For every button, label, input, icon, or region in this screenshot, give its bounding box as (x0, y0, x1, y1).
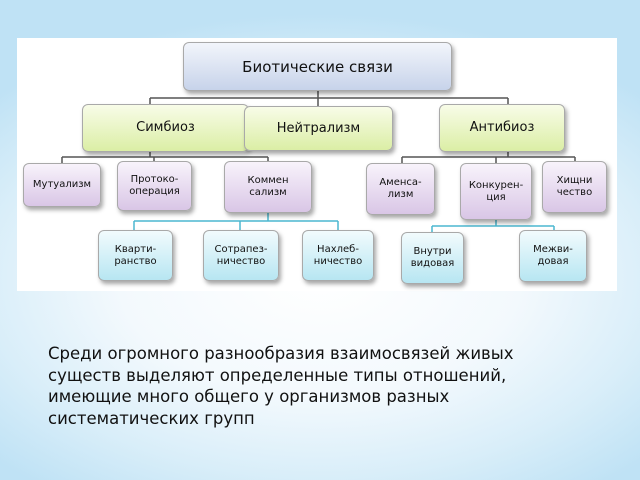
node-commensalism: Коммен сализм (224, 161, 312, 213)
node-label: Кварти- ранство (114, 243, 157, 267)
node-mutualism: Мутуализм (23, 163, 101, 207)
node-label: Межви- довая (533, 244, 573, 267)
node-label: Сотрапез- ничество (214, 243, 268, 267)
node-label: Коммен сализм (247, 175, 289, 198)
node-label: Симбиоз (136, 120, 195, 136)
node-amensalism: Аменса- лизм (366, 163, 435, 215)
antibiosis-connectors (401, 152, 576, 163)
node-neutralism: Нейтрализм (244, 106, 393, 151)
node-label: Нахлеб- ничество (313, 243, 363, 267)
node-antibiosis: Антибиоз (439, 104, 565, 152)
competition-connectors (431, 220, 555, 232)
node-label: Мутуализм (32, 179, 92, 190)
node-label: Антибиоз (469, 120, 535, 136)
symbiosis-connectors (61, 152, 269, 163)
node-freeloading: Нахлеб- ничество (302, 230, 374, 281)
node-symbiosis: Симбиоз (82, 104, 249, 152)
node-label: Аменса- лизм (379, 177, 422, 200)
node-quartering: Кварти- ранство (98, 230, 173, 281)
node-label: Внутри видовая (410, 246, 455, 269)
node-label: Биотические связи (242, 57, 393, 76)
commensalism-connectors (133, 213, 339, 230)
node-intraspecific: Внутри видовая (401, 232, 464, 284)
node-competition: Конкурен- ция (460, 163, 532, 220)
slide-caption: Среди огромного разнообразия взаимосвязе… (48, 344, 514, 428)
node-label: Хищни чество (556, 175, 593, 198)
node-biotic-relations: Биотические связи (183, 42, 452, 91)
node-label: Конкурен- ция (468, 179, 524, 203)
node-label: Протоко- операция (129, 174, 180, 197)
node-predation: Хищни чество (542, 161, 607, 213)
node-interspecific: Межви- довая (519, 230, 587, 282)
node-label: Нейтрализм (276, 120, 361, 136)
node-protocooperation: Протоко- операция (117, 161, 192, 211)
root-connectors (149, 90, 509, 106)
node-synoikia: Сотрапез- ничество (203, 230, 279, 281)
